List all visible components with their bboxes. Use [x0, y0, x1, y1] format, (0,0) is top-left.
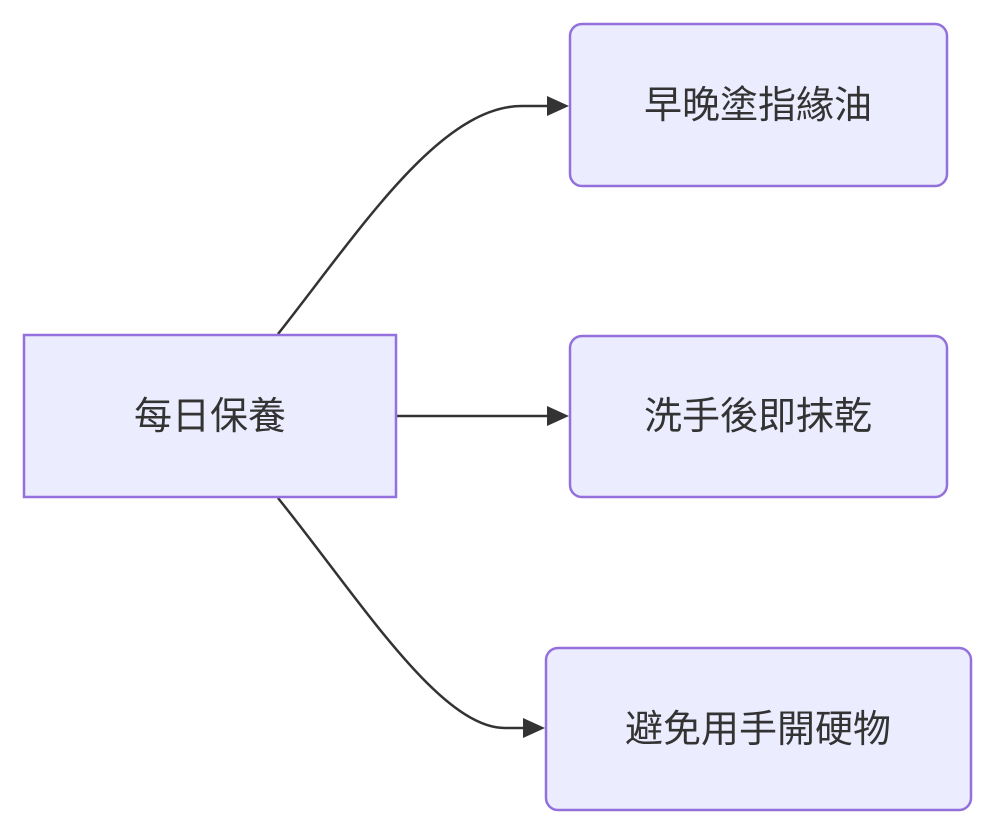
arrow-head-tip1 — [547, 96, 569, 116]
node-tip2[interactable]: 洗手後即抹乾 — [568, 334, 949, 499]
node-root-label: 每日保養 — [134, 394, 286, 438]
node-tip1-box — [568, 22, 949, 188]
node-tip3[interactable]: 避免用手開硬物 — [544, 646, 973, 812]
node-tip3-label: 避免用手開硬物 — [625, 707, 891, 751]
arrow-head-tip2 — [547, 406, 569, 426]
edge-root-tip3 — [277, 497, 524, 730]
node-tip1-label: 早晚塗指緣油 — [644, 83, 872, 127]
node-tip2-box — [568, 334, 949, 499]
arrow-head-tip3 — [523, 718, 545, 738]
edge-root-tip1 — [277, 104, 548, 335]
edges — [277, 96, 569, 738]
node-tip2-label: 洗手後即抹乾 — [644, 394, 872, 438]
node-root-box — [22, 333, 398, 499]
node-root[interactable]: 每日保養 — [22, 333, 398, 499]
node-tip3-box — [544, 646, 973, 812]
node-tip1[interactable]: 早晚塗指緣油 — [568, 22, 949, 188]
